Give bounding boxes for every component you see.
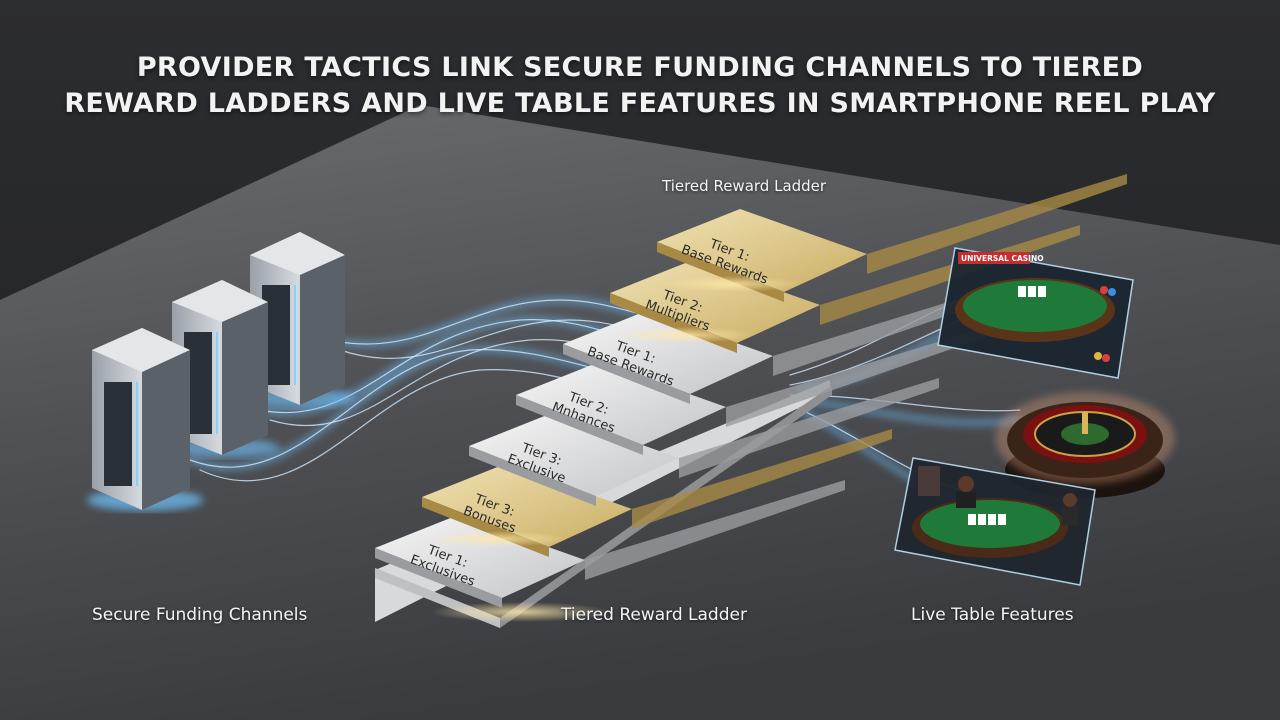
ladder-step-face (657, 209, 867, 292)
ladder-step-glow (615, 327, 755, 343)
ladder-step-edge (563, 344, 690, 404)
live-table-features: UNIVERSAL CASINO (894, 247, 1175, 586)
ladder-step-glow (427, 531, 567, 547)
blackjack-screen: UNIVERSAL CASINO (937, 247, 1134, 379)
ladder-step-face (469, 413, 679, 496)
page-title-line-2: REWARD LADDERS AND LIVE TABLE FEATURES I… (64, 88, 1216, 119)
ladder-step: Tier 3:Exclusive (469, 378, 939, 506)
ladder-step-depth (867, 174, 1127, 274)
secure-funding-label: Secure Funding Channels (92, 605, 308, 625)
ladder-step: Tier 1:Base Rewards (657, 174, 1127, 302)
poker-screen (894, 457, 1096, 586)
ladder-step-depth (679, 378, 939, 478)
ladder-step-face (610, 260, 820, 343)
ladder-step: Tier 1:Exclusives (375, 480, 845, 608)
ladder-step-edge (469, 446, 596, 506)
server-tower-middle (170, 280, 280, 458)
ladder-step-depth (726, 327, 986, 427)
roulette-wheel (995, 392, 1175, 498)
ladder-step-face (563, 311, 773, 394)
ladder-step: Tier 2:Mnhances (516, 327, 986, 455)
live-table-label: Live Table Features (911, 605, 1074, 625)
blackjack-sign: UNIVERSAL CASINO (961, 254, 1044, 263)
ladder-step-depth (632, 429, 892, 529)
ladder-step-edge (516, 395, 643, 455)
ladder-step-face (422, 464, 632, 547)
ladder-step-glow (662, 276, 802, 292)
page-title-line-1: PROVIDER TACTICS LINK SECURE FUNDING CHA… (136, 52, 1144, 83)
ladder-step-face (516, 362, 726, 445)
server-tower-front (87, 328, 203, 511)
tiered-ladder-label: Tiered Reward Ladder (561, 605, 747, 625)
ladder-step-edge (375, 548, 502, 608)
server-tower-back (245, 232, 355, 408)
ladder-step-depth (585, 480, 845, 580)
ladder-top-label: Tiered Reward Ladder (662, 177, 827, 195)
ladder-step-face (375, 515, 585, 598)
ladder-step: Tier 3:Bonuses (422, 429, 892, 557)
secure-funding-servers (87, 232, 355, 511)
